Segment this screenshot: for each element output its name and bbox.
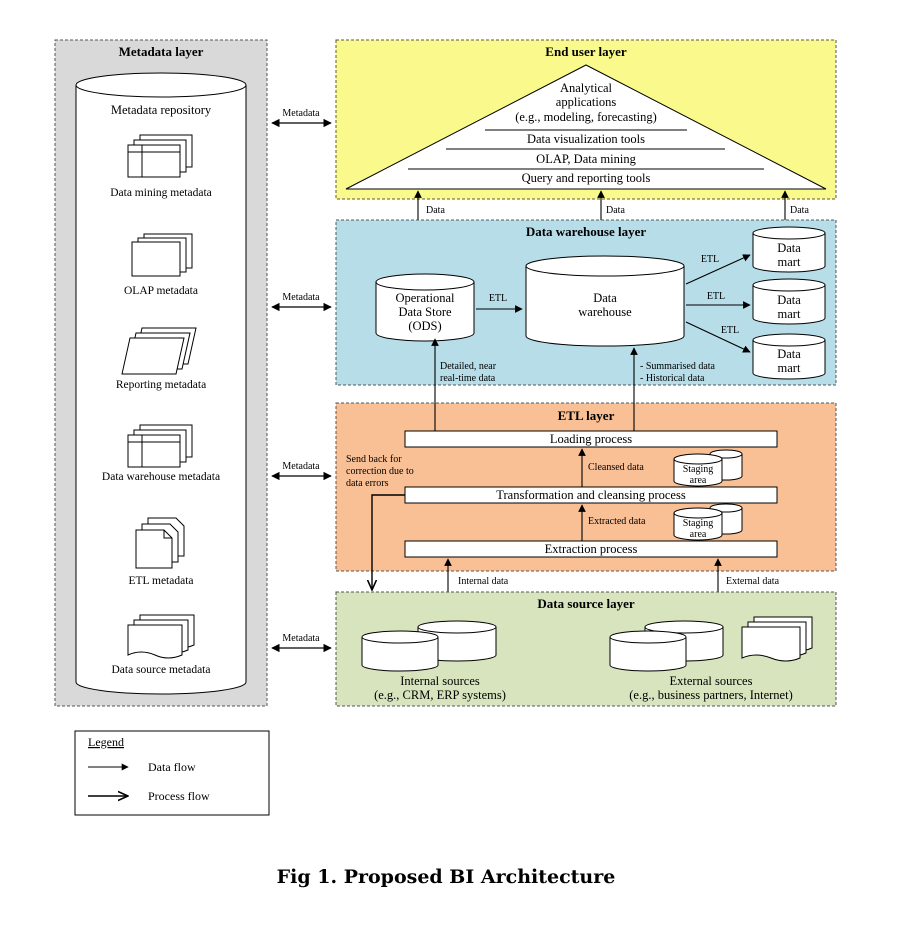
- staging-area-cylinder: [673, 449, 743, 487]
- ods-cylinder: [375, 273, 475, 342]
- metadata-layer: Metadata layer Metadata repository Data …: [54, 39, 268, 707]
- reporting-metadata-icon: [121, 327, 197, 375]
- ods-label: (ODS): [408, 319, 441, 333]
- internal-data-label: Internal data: [458, 576, 509, 587]
- external-sources-label: (e.g., business partners, Internet): [629, 688, 793, 702]
- data-mart-cylinder: [752, 226, 826, 273]
- pyramid-tier-text: Analytical: [560, 81, 613, 95]
- metadata-repository-cylinder: [75, 72, 247, 695]
- data-flow-label: Data: [426, 205, 445, 216]
- metadata-layer-title: Metadata layer: [119, 44, 204, 59]
- send-back-process-flow: [372, 494, 405, 590]
- data-flow-label: Data: [790, 205, 809, 216]
- etl-label: ETL: [721, 325, 739, 336]
- data-mart-label: mart: [778, 307, 801, 321]
- loading-process-box: [404, 430, 778, 448]
- data-mart-cylinder: [752, 278, 826, 325]
- detailed-data-label: real-time data: [440, 373, 496, 384]
- summarised-data-label: - Summarised data: [640, 361, 716, 372]
- send-back-label: correction due to: [346, 466, 414, 477]
- data-warehouse-label: warehouse: [578, 305, 632, 319]
- metadata-repository-label: Metadata repository: [111, 103, 212, 117]
- metadata-item-label: Reporting metadata: [116, 379, 206, 391]
- data-source-layer: Data source layer Internal sources (e.g.…: [335, 591, 837, 707]
- legend: Legend Data flow Process flow: [74, 730, 270, 816]
- legend-data-flow-label: Data flow: [148, 760, 196, 774]
- send-back-label: Send back for: [346, 454, 402, 465]
- metadata-link-label: Metadata: [282, 461, 320, 472]
- data-warehouse-layer-title: Data warehouse layer: [526, 224, 647, 239]
- staging-area-label: area: [690, 475, 707, 486]
- external-documents-icon: [741, 616, 813, 662]
- etl-arrows: [476, 254, 751, 353]
- data-mining-metadata-icon: [127, 134, 193, 178]
- data-mart-label: Data: [777, 347, 801, 361]
- internal-sources-label: Internal sources: [400, 674, 480, 688]
- metadata-item-label: Data warehouse metadata: [102, 471, 220, 483]
- data-warehouse-metadata-icon: [127, 424, 193, 468]
- cleansed-data-label: Cleansed data: [588, 462, 644, 473]
- staging-area-cylinder: [673, 503, 743, 541]
- data-mart-label: Data: [777, 293, 801, 307]
- vertical-data-arrows: [431, 338, 722, 592]
- data-mart-cylinder: [752, 333, 826, 380]
- legend-process-flow-label: Process flow: [148, 789, 210, 803]
- staging-area-label: Staging: [683, 518, 714, 529]
- metadata-link-label: Metadata: [282, 108, 320, 119]
- pyramid-tier-text: Query and reporting tools: [522, 171, 651, 185]
- etl-label: ETL: [489, 293, 507, 304]
- staging-area-label: Staging: [683, 464, 714, 475]
- ods-label: Operational: [395, 291, 455, 305]
- data-mart-label: mart: [778, 361, 801, 375]
- end-user-layer-title: End user layer: [545, 44, 627, 59]
- metadata-item-label: OLAP metadata: [124, 285, 198, 297]
- etl-label: ETL: [701, 254, 719, 265]
- etl-metadata-icon: [135, 517, 185, 569]
- pyramid-tier-text: applications: [556, 95, 617, 109]
- metadata-link-label: Metadata: [282, 292, 320, 303]
- pyramid-tier-text: (e.g., modeling, forecasting): [515, 110, 657, 124]
- summarised-data-label: - Historical data: [640, 373, 705, 384]
- etl-label: ETL: [707, 291, 725, 302]
- olap-metadata-icon: [131, 233, 193, 277]
- extracted-data-label: Extracted data: [588, 516, 646, 527]
- external-sources-label: External sources: [670, 674, 753, 688]
- ods-label: Data Store: [398, 305, 452, 319]
- data-warehouse-layer: Data warehouse layer Operational Data St…: [335, 219, 837, 386]
- detailed-data-label: Detailed, near: [440, 361, 497, 372]
- metadata-item-label: Data source metadata: [112, 664, 211, 676]
- data-mart-label: mart: [778, 255, 801, 269]
- metadata-link-label: Metadata: [282, 633, 320, 644]
- internal-sources-label: (e.g., CRM, ERP systems): [374, 688, 506, 702]
- data-flow-label: Data: [606, 205, 625, 216]
- end-user-layer: End user layer Analytical applications (…: [335, 39, 837, 200]
- legend-title: Legend: [88, 735, 124, 749]
- extraction-process-box: [404, 540, 778, 558]
- data-up-arrows: [414, 190, 789, 220]
- loading-process-label: Loading process: [550, 432, 632, 446]
- staging-area-label: area: [690, 529, 707, 540]
- transformation-process-label: Transformation and cleansing process: [496, 488, 686, 502]
- pyramid-tier-text: Data visualization tools: [527, 132, 645, 146]
- pyramid-tier-text: OLAP, Data mining: [536, 152, 636, 166]
- internal-sources-databases: [361, 620, 497, 672]
- etl-layer-title: ETL layer: [558, 408, 615, 423]
- metadata-links: [271, 118, 332, 653]
- data-source-metadata-icon: [127, 614, 195, 659]
- extraction-process-label: Extraction process: [545, 542, 638, 556]
- send-back-label: data errors: [346, 478, 389, 489]
- etl-layer: ETL layer Loading process Transformation…: [335, 402, 837, 572]
- data-mart-label: Data: [777, 241, 801, 255]
- external-data-label: External data: [726, 576, 780, 587]
- figure-caption: Fig 1. Proposed BI Architecture: [277, 866, 616, 888]
- analytics-pyramid: [345, 64, 827, 190]
- metadata-item-label: ETL metadata: [128, 575, 193, 587]
- data-warehouse-cylinder: [525, 255, 685, 347]
- metadata-item-label: Data mining metadata: [110, 187, 212, 199]
- data-source-layer-title: Data source layer: [537, 596, 634, 611]
- external-sources-databases: [609, 620, 724, 672]
- data-warehouse-label: Data: [593, 291, 617, 305]
